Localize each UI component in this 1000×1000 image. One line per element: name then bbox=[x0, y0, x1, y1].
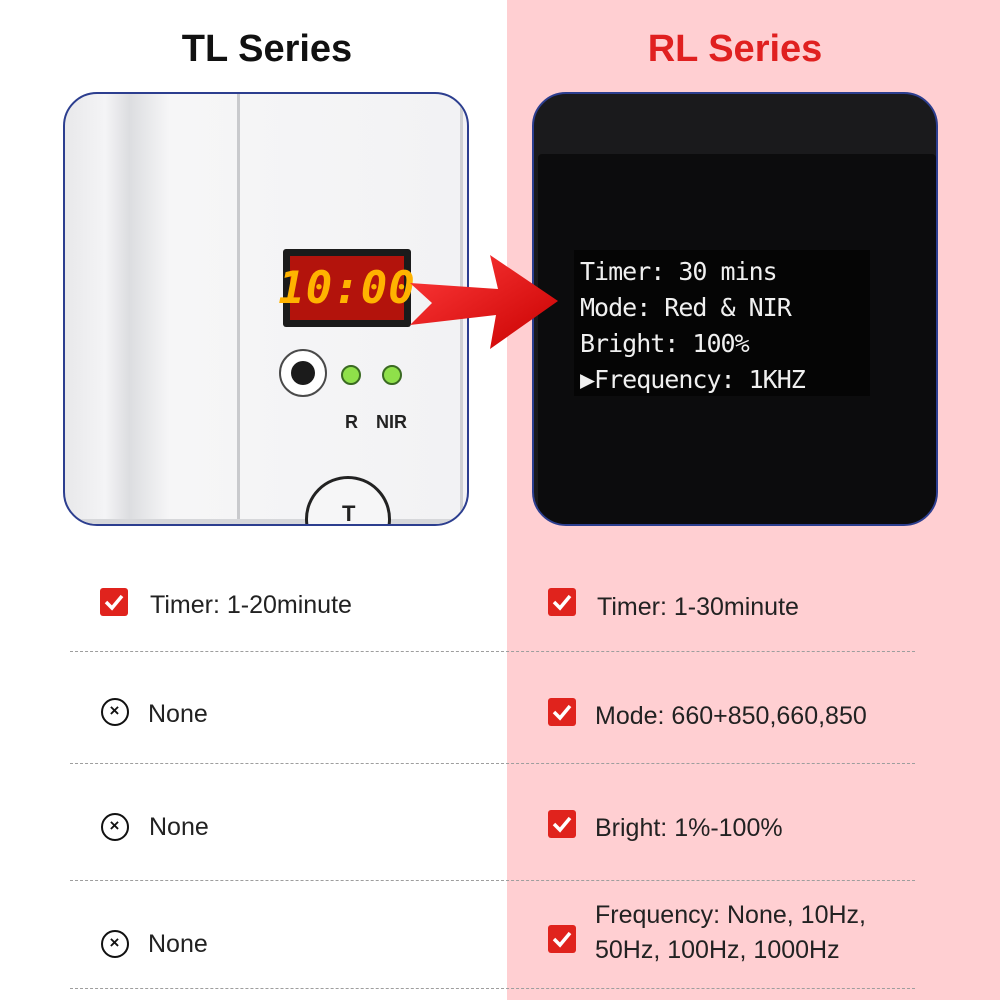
tl-mode-text: None bbox=[148, 700, 208, 728]
tl-bright-text: None bbox=[149, 813, 209, 841]
tl-series-title: TL Series bbox=[181, 28, 353, 70]
check-icon bbox=[548, 698, 576, 726]
power-jack bbox=[279, 349, 327, 397]
oled-screen: Timer: 30 mins Mode: Red & NIR Bright: 1… bbox=[574, 250, 870, 396]
oled-line-mode: Mode: Red & NIR bbox=[580, 293, 792, 322]
check-icon bbox=[548, 588, 576, 616]
upgrade-arrow-icon bbox=[410, 255, 558, 349]
rl-timer-text: Timer: 1-30minute bbox=[597, 593, 799, 621]
tl-device-image: 10:00 R NIR T bbox=[63, 92, 469, 526]
oled-line-timer: Timer: 30 mins bbox=[580, 257, 778, 286]
rl-mode-text: Mode: 660+850,660,850 bbox=[595, 702, 867, 730]
oled-line-bright: Bright: 100% bbox=[580, 329, 750, 358]
led-display: 10:00 bbox=[278, 249, 415, 327]
oled-line-frequency: ▶Frequency: 1KHZ bbox=[580, 365, 806, 394]
check-icon bbox=[548, 810, 576, 838]
check-icon bbox=[100, 588, 128, 616]
row-divider bbox=[70, 880, 915, 881]
rl-bright-text: Bright: 1%-100% bbox=[595, 814, 783, 842]
r-label: R bbox=[345, 412, 358, 432]
check-icon bbox=[548, 925, 576, 953]
rl-frequency-text-line2: 50Hz, 100Hz, 1000Hz bbox=[595, 936, 840, 964]
x-circle-icon: × bbox=[101, 698, 129, 726]
led-display-time: 10:00 bbox=[278, 262, 416, 314]
timer-button-label: T bbox=[342, 501, 356, 526]
x-circle-icon: × bbox=[101, 930, 129, 958]
row-divider bbox=[70, 763, 915, 764]
nir-label: NIR bbox=[376, 412, 407, 432]
red-indicator-light bbox=[341, 365, 361, 385]
nir-indicator-light bbox=[382, 365, 402, 385]
x-circle-icon: × bbox=[101, 813, 129, 841]
rl-series-title: RL Series bbox=[647, 28, 823, 70]
tl-frequency-text: None bbox=[148, 930, 208, 958]
tl-timer-text: Timer: 1-20minute bbox=[150, 591, 352, 619]
row-divider bbox=[70, 651, 915, 652]
rl-frequency-text-line1: Frequency: None, 10Hz, bbox=[595, 901, 866, 929]
timer-button: T bbox=[305, 476, 391, 526]
device-seam bbox=[237, 94, 240, 524]
rl-device-image: Timer: 30 mins Mode: Red & NIR Bright: 1… bbox=[532, 92, 938, 526]
device-bottom-edge bbox=[65, 519, 467, 524]
row-divider bbox=[70, 988, 915, 989]
